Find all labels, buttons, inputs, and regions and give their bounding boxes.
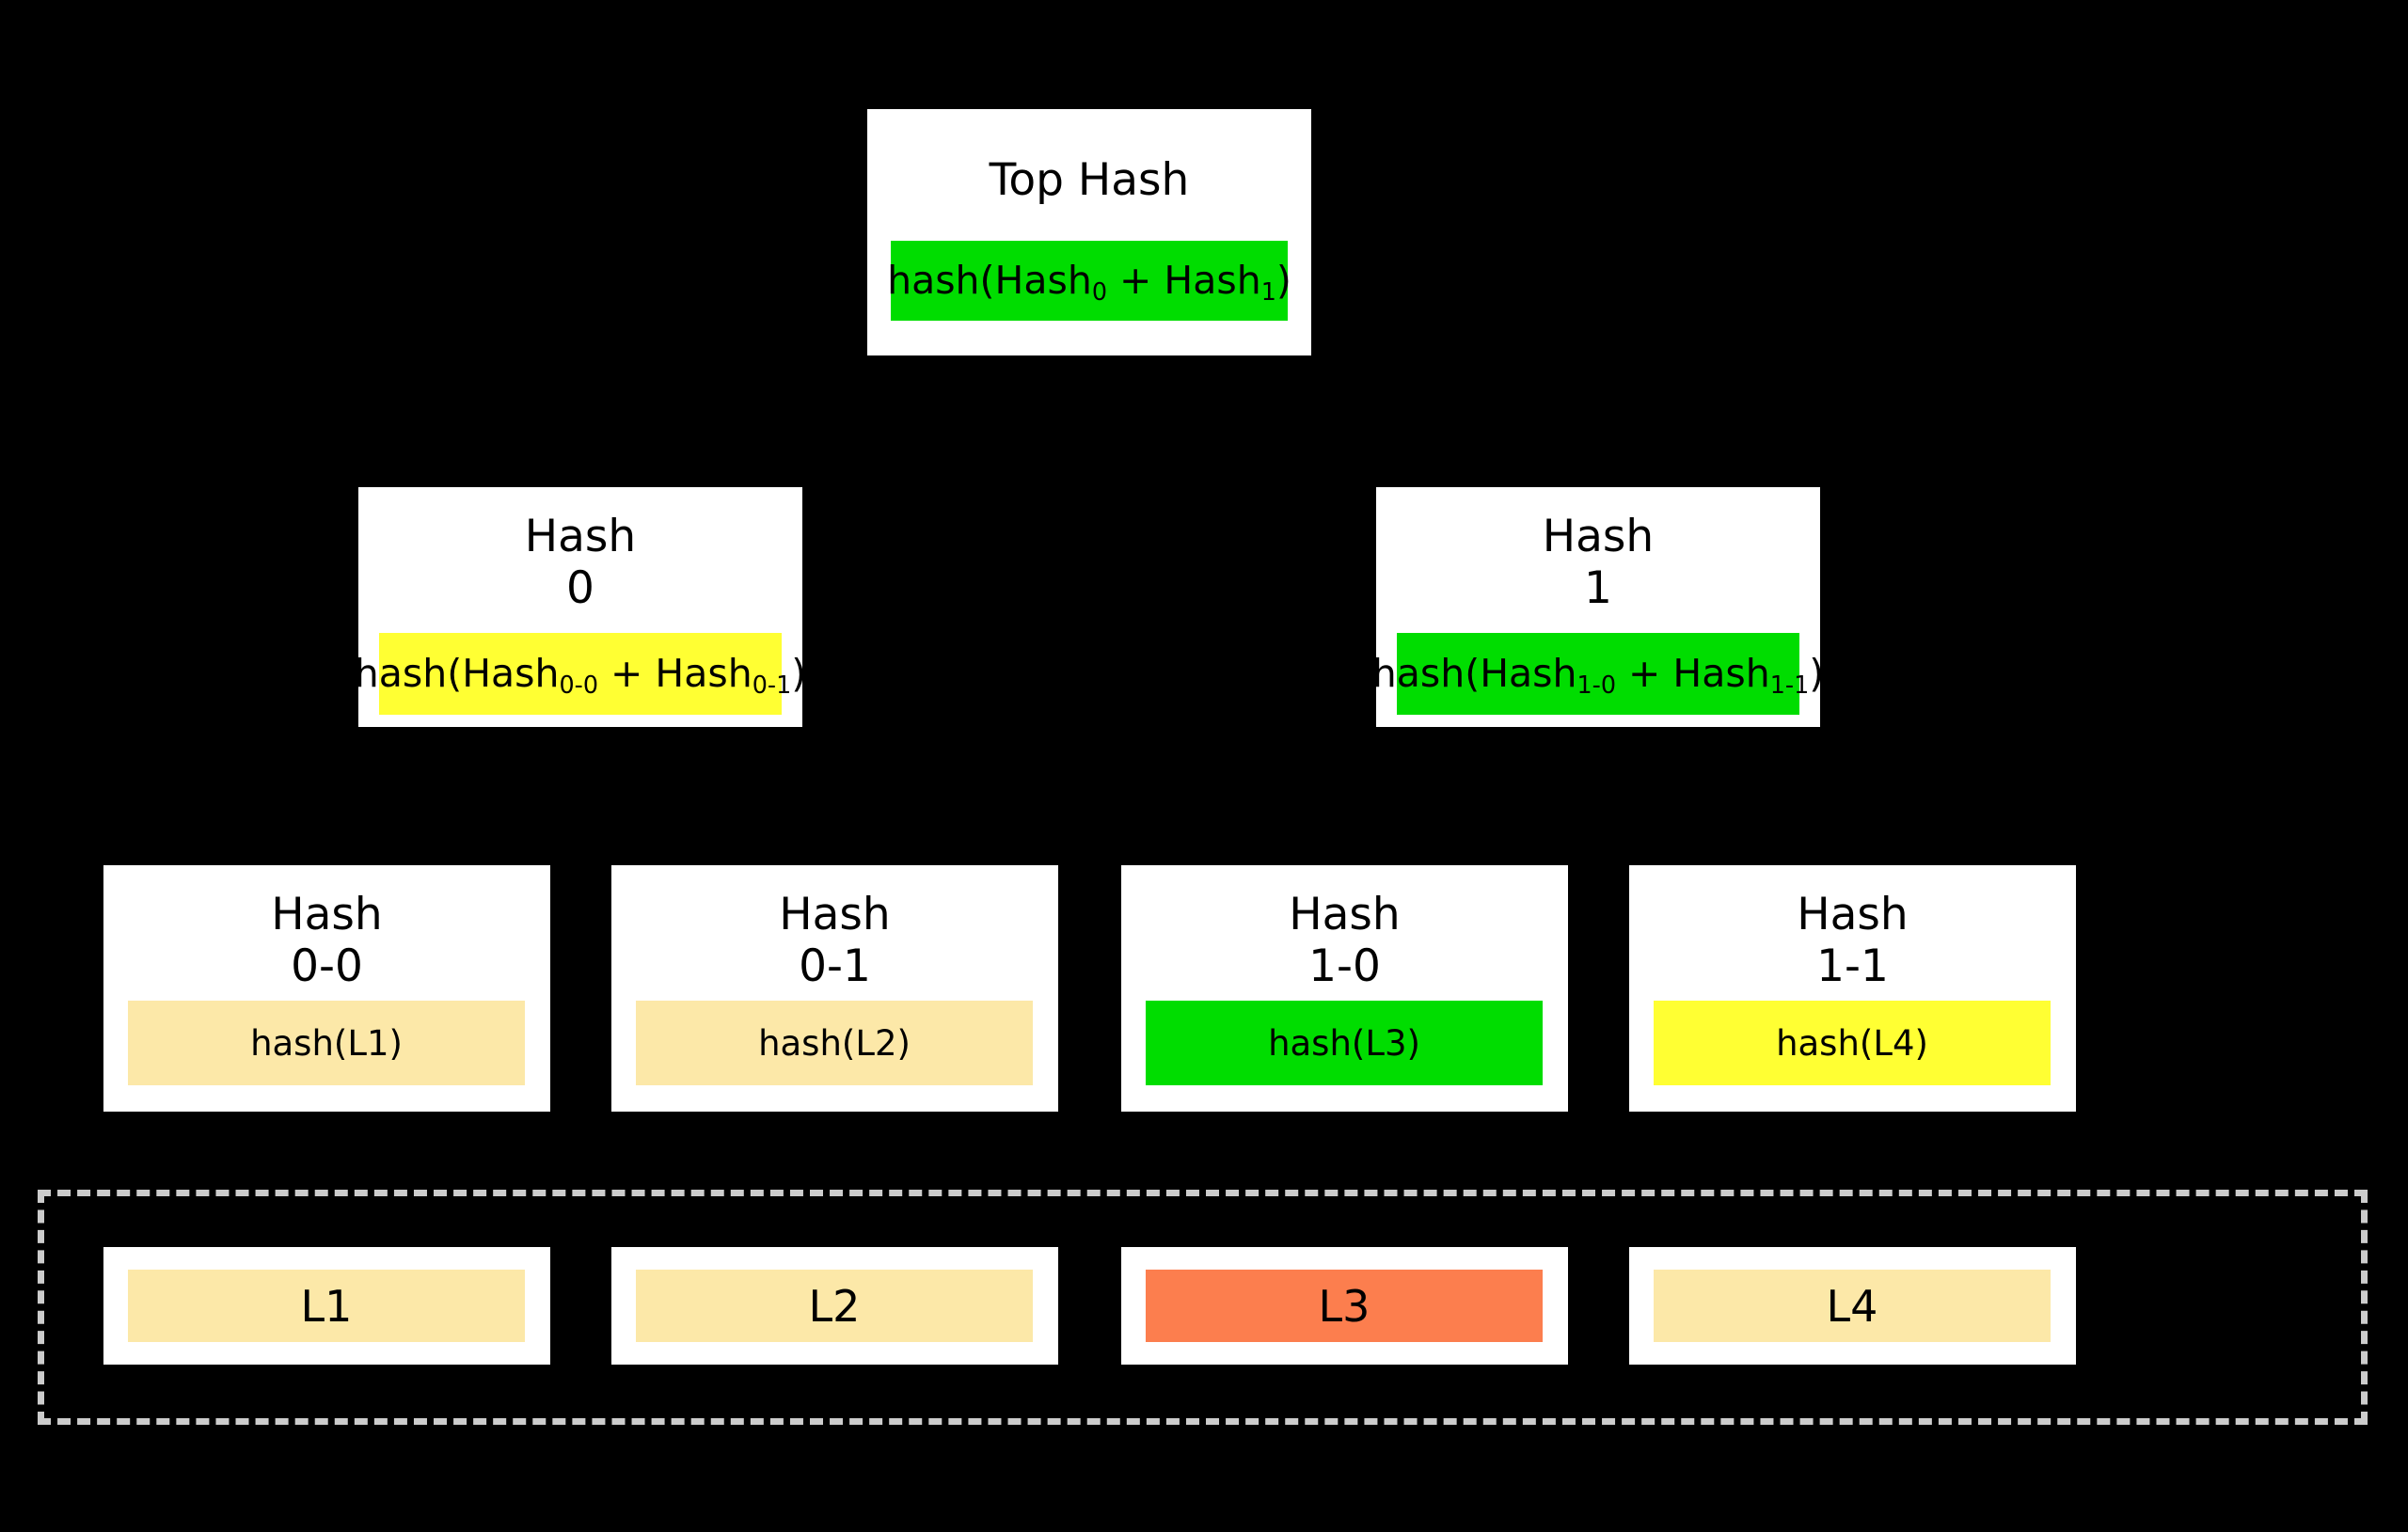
data-block-l2-label: L2 (808, 1280, 861, 1332)
data-block-l4[interactable]: L4 (1629, 1247, 2076, 1365)
node-hash-0-0-title: Hash 0-0 (271, 889, 383, 993)
node-hash-0-title: Hash 0 (524, 511, 637, 615)
connector-hash1-to-hash11 (1706, 727, 1876, 889)
node-hash-0-1[interactable]: Hash 0-1 hash(L2) (611, 865, 1058, 1112)
node-hash-1-highlight: hash(Hash1-0 + Hash1-1) (1372, 633, 1824, 715)
node-top-hash-highlight: hash(Hash0 + Hash1) (887, 241, 1291, 321)
connector-root-to-hash0 (557, 355, 981, 511)
connector-hash0-to-hash01 (689, 727, 858, 889)
data-block-l2-highlight: L2 (636, 1270, 1033, 1342)
node-hash-1-1[interactable]: Hash 1-1 hash(L4) (1629, 865, 2076, 1112)
node-hash-0-1-title: Hash 0-1 (779, 889, 891, 993)
node-hash-1-formula: hash(Hash1-0 + Hash1-1) (1371, 651, 1825, 699)
node-hash-0-0-highlight: hash(L1) (128, 1001, 525, 1085)
data-block-l3[interactable]: L3 (1121, 1247, 1568, 1365)
connector-hash0-to-hash00 (303, 727, 473, 889)
data-block-l1-label: L1 (300, 1280, 353, 1332)
node-hash-0-formula: hash(Hash0-0 + Hash0-1) (354, 651, 807, 699)
data-block-l4-label: L4 (1826, 1280, 1878, 1332)
node-hash-1-title: Hash 1 (1542, 511, 1655, 615)
data-block-l3-highlight: L3 (1146, 1270, 1543, 1342)
node-hash-1-0[interactable]: Hash 1-0 hash(L3) (1121, 865, 1568, 1112)
data-block-l1[interactable]: L1 (103, 1247, 550, 1365)
node-hash-1-0-title: Hash 1-0 (1289, 889, 1401, 993)
node-hash-1-1-formula: hash(L4) (1776, 1022, 1928, 1064)
node-top-hash-formula: hash(Hash0 + Hash1) (887, 258, 1291, 306)
connector-root-to-hash1 (1196, 355, 1622, 511)
connector-hash1-to-hash10 (1321, 727, 1491, 889)
data-block-l3-label: L3 (1318, 1280, 1370, 1332)
node-hash-0-highlight: hash(Hash0-0 + Hash0-1) (355, 633, 806, 715)
node-top-hash-title: Top Hash (989, 154, 1190, 206)
data-blocks-group (38, 1190, 2368, 1425)
node-hash-1-1-highlight: hash(L4) (1654, 1001, 2051, 1085)
node-hash-0-0[interactable]: Hash 0-0 hash(L1) (103, 865, 550, 1112)
data-block-l4-highlight: L4 (1654, 1270, 2051, 1342)
node-hash-1-1-title: Hash 1-1 (1797, 889, 1909, 993)
node-hash-0-1-highlight: hash(L2) (636, 1001, 1033, 1085)
node-top-hash[interactable]: Top Hash hash(Hash0 + Hash1) (867, 109, 1311, 355)
node-hash-1-0-formula: hash(L3) (1268, 1022, 1420, 1064)
node-hash-0-1-formula: hash(L2) (758, 1022, 911, 1064)
data-block-l2[interactable]: L2 (611, 1247, 1058, 1365)
node-hash-0[interactable]: Hash 0 hash(Hash0-0 + Hash0-1) (355, 487, 806, 727)
node-hash-0-0-formula: hash(L1) (250, 1022, 403, 1064)
node-hash-1[interactable]: Hash 1 hash(Hash1-0 + Hash1-1) (1372, 487, 1824, 727)
node-hash-1-0-highlight: hash(L3) (1146, 1001, 1543, 1085)
data-block-l1-highlight: L1 (128, 1270, 525, 1342)
